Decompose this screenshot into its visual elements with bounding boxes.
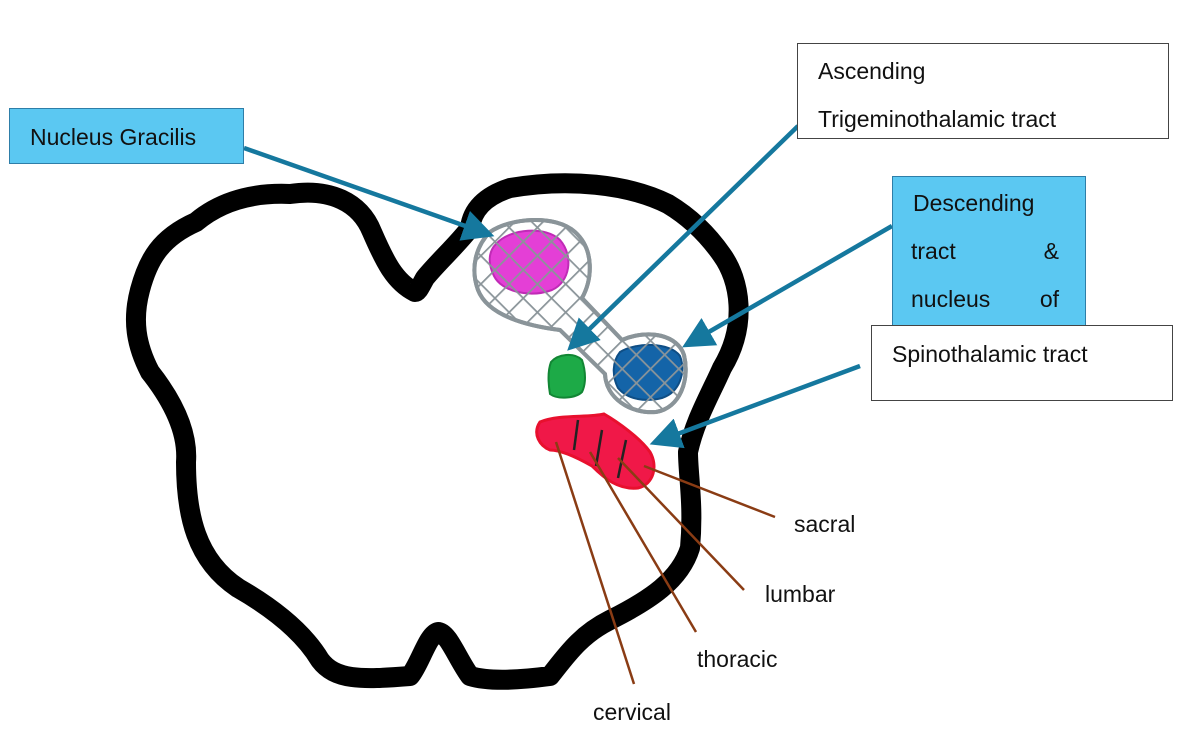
lamination-dividers [572,419,628,479]
nucleus-gracilis-label: Nucleus Gracilis [30,124,197,150]
arrow-spinothalamic [649,363,861,449]
ascending-label-line1: Ascending [818,58,926,84]
arrow-nucleus-gracilis [243,145,495,241]
ascending-trigeminothalamic-callout: Ascending Trigeminothalamic tract [797,43,1169,139]
thoracic-label: thoracic [697,646,778,672]
descending-word-of: of [1039,286,1059,312]
descending-word-tract: tract [911,238,956,264]
descending-word-nucleus: nucleus [911,286,991,312]
descending-label-line1: Descending [913,190,1035,216]
sacral-label: sacral [794,511,856,537]
descending-label-line2: tract & [911,238,1059,265]
lumbar-label: lumbar [765,581,836,607]
lamination-leader-lines [554,441,776,685]
spinothalamic-tract-shape [535,412,656,490]
callout-arrows [243,124,894,449]
arrow-descending-trigeminal [682,224,894,348]
descending-label-line3: nucleus of [911,286,1059,313]
spinothalamic-callout: Spinothalamic tract [871,325,1173,401]
ascending-label-line2: Trigeminothalamic tract [818,106,1057,132]
green-structure-shape [547,354,586,399]
cervical-label: cervical [593,699,671,725]
descending-trigeminal-callout: Descending tract & nucleus of [892,176,1086,336]
brainstem-section-outline [125,173,749,690]
arrow-ascending-trigeminothalamic [567,124,800,351]
reticular-mesh-fill [472,218,688,415]
nucleus-gracilis-callout: Nucleus Gracilis [9,108,244,164]
spinothalamic-label: Spinothalamic tract [892,341,1088,367]
descending-word-amp: & [1043,238,1059,264]
